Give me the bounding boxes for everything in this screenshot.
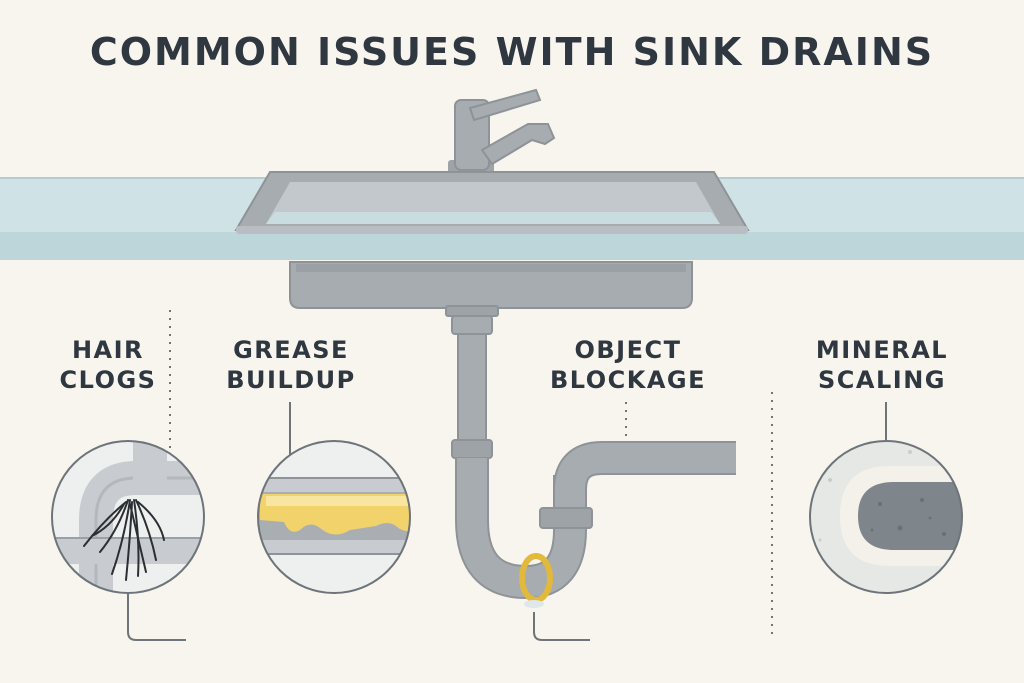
faucet <box>448 88 556 180</box>
sink-basin <box>234 171 750 309</box>
drain-pipe <box>445 305 736 608</box>
label-line-1: MINERAL <box>815 336 949 364</box>
label-line-2: BLOCKAGE <box>550 366 707 394</box>
hair-clog-icon <box>51 440 205 594</box>
label-line-2: SCALING <box>818 366 946 394</box>
object-guide-line <box>533 612 590 641</box>
label-object-blockage: OBJECT BLOCKAGE <box>550 335 706 395</box>
label-grease-buildup: GREASE BUILDUP <box>226 335 356 395</box>
page-title: COMMON ISSUES WITH SINK DRAINS <box>89 30 935 74</box>
grease-buildup-icon <box>257 440 411 594</box>
hair-guide-line <box>127 594 186 641</box>
ring-blockage-icon <box>519 553 553 603</box>
mineral-scaling-icon <box>809 440 963 594</box>
label-mineral-scaling: MINERAL SCALING <box>812 335 952 395</box>
label-line-2: BUILDUP <box>226 366 356 394</box>
label-line-2: CLOGS <box>59 366 157 394</box>
label-line-1: HAIR <box>71 336 145 364</box>
label-line-1: GREASE <box>233 336 349 364</box>
label-line-1: OBJECT <box>574 336 682 364</box>
label-hair-clogs: HAIR CLOGS <box>58 335 158 395</box>
